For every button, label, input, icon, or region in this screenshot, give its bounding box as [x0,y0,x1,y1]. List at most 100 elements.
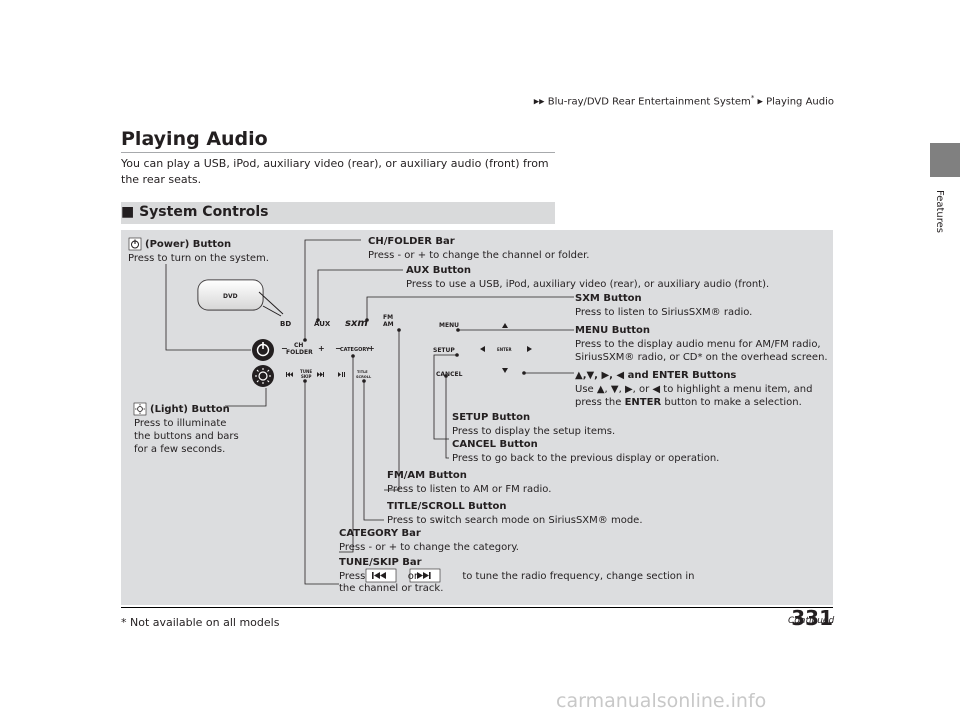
skip-forward-icon [409,568,441,583]
category-label: CATEGORY [340,347,370,353]
fm-callout: FM/AM Button [387,469,467,482]
menu-title: MENU Button [575,325,651,336]
tune-label: TUNE [300,369,312,374]
fm-label[interactable]: FM [383,314,393,321]
power-icon[interactable] [252,339,274,361]
arrows-desc1: Use ▲, ▼, ▶, or ◀ to highlight a menu it… [575,384,813,395]
cancel-title: CANCEL Button [452,439,538,450]
breadcrumb-page: Playing Audio [766,96,834,108]
cat-callout: CATEGORY Bar [339,527,421,540]
slot-edge [258,291,284,315]
sxm-desc: Press to listen to SiriusSXM® radio. [575,307,753,318]
footnote: * Not available on all models [121,616,280,629]
cancel-button[interactable]: CANCEL [436,371,463,378]
power-title: (Power) Button [145,239,232,250]
power-callout-icon [128,237,142,251]
cat-title: CATEGORY Bar [339,528,421,539]
title-desc: Press to switch search mode on SiriusSXM… [387,515,643,526]
light-desc1: Press to illuminate [134,418,227,429]
am-label[interactable]: AM [383,321,394,328]
ch-title: CH/FOLDER Bar [368,236,455,247]
ch-minus[interactable]: − [281,344,288,353]
tune-desc1-b: or [407,571,418,582]
side-tab-label: Features [931,190,947,270]
cancel-desc: Press to go back to the previous display… [452,453,720,464]
device-skip-icons[interactable] [286,372,345,377]
cancel-callout: CANCEL Button [452,438,538,451]
setup-title: SETUP Button [452,412,531,423]
setup-desc: Press to display the setup items. [452,426,616,437]
intro-text: You can play a USB, iPod, auxiliary vide… [121,157,549,186]
ch-callout: CH/FOLDER Bar [368,235,455,248]
sxm-callout: SXM Button [575,292,642,305]
light-title: (Light) Button [150,404,230,415]
dvd-label: DVD [223,293,238,300]
title-scroll-title: TITLE/SCROLL Button [387,501,507,512]
arrows-desc2-c: button to make a selection. [664,397,802,408]
setup-callout: SETUP Button [452,411,530,424]
tune-callout: TUNE/SKIP Bar [339,556,422,569]
arrows-callout: ▲,▼, ▶, ◀ and ENTER Buttons [575,369,736,382]
cat-desc: Press - or + to change the category. [339,542,519,553]
scroll-label[interactable]: SCROLL [356,375,372,379]
system-controls-panel: DVD BD AUX sxm FM AM MENU SETUP ENTER CA… [121,230,833,605]
aux-button[interactable]: AUX [314,320,331,328]
arrows-desc2-a: press the [575,397,622,408]
setup-button[interactable]: SETUP [433,347,455,354]
menu-desc1: Press to the display audio menu for AM/F… [575,339,821,350]
power-desc: Press to turn on the system. [128,253,269,264]
enter-button[interactable]: ENTER [497,347,512,352]
breadcrumb-separator: ▶ [757,97,763,106]
light-callout: (Light) Button [150,403,230,416]
aux-title: AUX Button [406,265,472,276]
breadcrumb-section[interactable]: Blu-ray/DVD Rear Entertainment System [547,96,751,108]
title-rule [121,152,555,153]
leader-lines [165,239,574,585]
light-desc2: the buttons and bars [134,431,239,442]
aux-callout: AUX Button [406,264,471,277]
page-number: 331 [791,606,833,630]
leader-dots [303,318,526,383]
arrows-desc2-b: ENTER [624,397,662,408]
ch-label: CH [294,342,303,349]
watermark: carmanualsonline.info [556,690,767,712]
subsection-header: ■ System Controls [121,202,555,224]
chapter-tab [930,143,960,177]
light-desc3: for a few seconds. [134,444,226,455]
arrows-title: ▲,▼, ▶, ◀ and ENTER Buttons [575,370,737,381]
cat-minus[interactable]: − [335,344,342,353]
arrows-desc2: press the ENTER button to make a selecti… [575,396,802,409]
sxm-button[interactable]: sxm [345,318,368,329]
ch-desc: Press - or + to change the channel or fo… [368,250,590,261]
folder-label: FOLDER [286,349,313,356]
power-callout: (Power) Button [145,238,231,251]
continued-label: Continued [788,616,835,626]
side-tab-text: Features [934,190,945,233]
light-callout-icon [133,402,147,416]
tune-desc1-a: Press [339,571,366,582]
breadcrumb: ▶▶ Blu-ray/DVD Rear Entertainment System… [534,94,834,107]
footer-rule [121,607,833,608]
arrow-keys[interactable] [480,323,532,373]
menu-button[interactable]: MENU [439,322,459,329]
bd-button[interactable]: BD [280,320,291,328]
cat-plus[interactable]: + [368,344,375,353]
skip-back-icon [365,568,397,583]
dvd-slot [197,279,264,311]
light-icon[interactable] [252,365,274,387]
page-title: Playing Audio [121,128,268,150]
menu-desc2: SiriusSXM® radio, or CD* on the overhead… [575,352,828,363]
tune-title: TUNE/SKIP Bar [339,557,422,568]
ch-plus[interactable]: + [318,344,325,353]
sxm-title: SXM Button [575,293,642,304]
breadcrumb-asterisk: * [750,94,755,102]
title-label[interactable]: TITLE [357,370,368,374]
tune-desc2: the channel or track. [339,583,444,594]
tune-desc1-c: to tune the radio frequency, change sect… [462,571,695,582]
fm-title: FM/AM Button [387,470,467,481]
fm-desc: Press to listen to AM or FM radio. [387,484,552,495]
controls-diagram: DVD BD AUX sxm FM AM MENU SETUP ENTER CA… [128,237,574,585]
aux-desc: Press to use a USB, iPod, auxiliary vide… [406,279,770,290]
menu-callout: MENU Button [575,324,650,337]
breadcrumb-marker: ▶▶ [533,97,545,106]
